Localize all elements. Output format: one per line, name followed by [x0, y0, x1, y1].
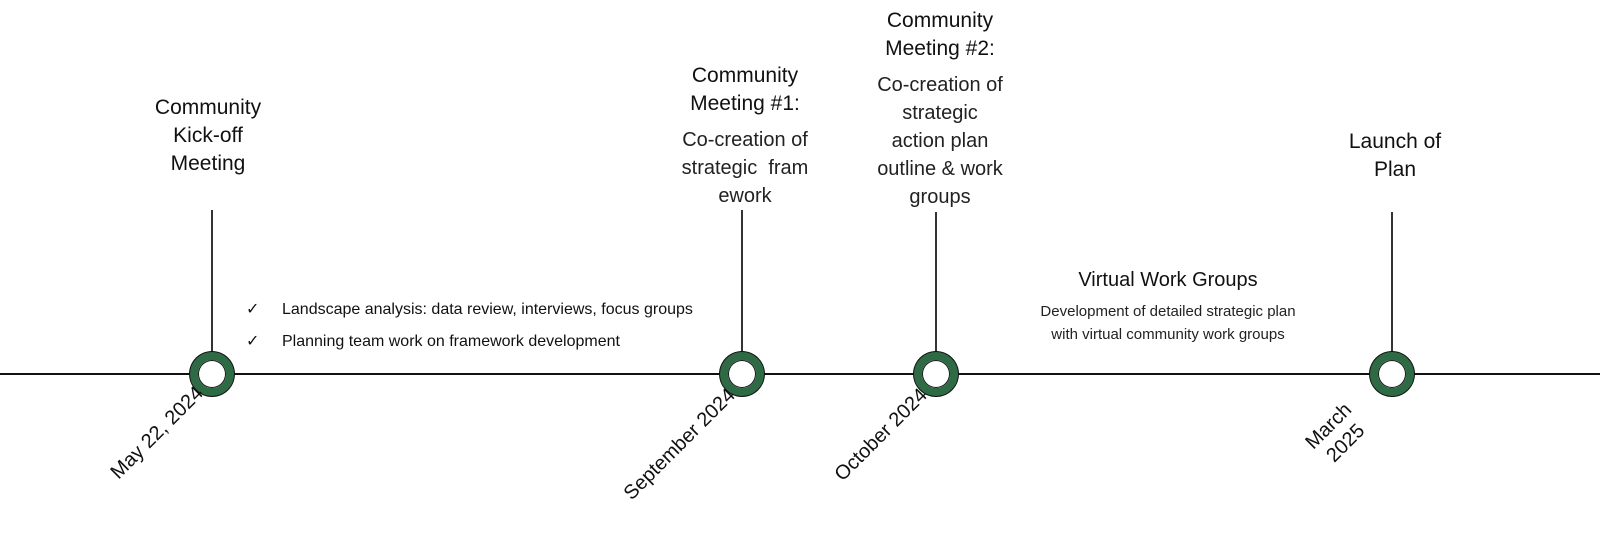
- milestone-marker-icon: [1370, 352, 1414, 396]
- desc-line: Development of detailed strategic plan: [1040, 303, 1296, 320]
- desc-line: strategic: [902, 102, 978, 124]
- check-icon: ✓: [246, 333, 260, 350]
- milestone-marker-icon: [190, 352, 234, 396]
- timeline-axis: [0, 373, 1600, 375]
- desc-line: ework: [718, 185, 772, 207]
- desc-line: with virtual community work groups: [1051, 326, 1285, 343]
- activity-list: ✓ Landscape analysis: data review, interv…: [246, 294, 693, 358]
- desc-line: Co-creation of: [682, 129, 808, 151]
- title-line: Kick-off: [173, 124, 243, 147]
- title-line: Meeting #2:: [885, 37, 995, 60]
- virtual-work-groups: Virtual Work Groups Development of detai…: [998, 266, 1338, 346]
- title-line: Meeting: [170, 152, 246, 175]
- milestone-stem: [1391, 212, 1393, 360]
- milestone-marker-icon: [720, 352, 764, 396]
- virtual-title: Virtual Work Groups: [1078, 269, 1258, 291]
- milestone-stem: [211, 210, 213, 360]
- list-item: ✓ Planning team work on framework develop…: [246, 326, 693, 358]
- check-icon: ✓: [246, 301, 260, 318]
- list-item-text: Landscape analysis: data review, intervi…: [282, 301, 693, 318]
- title-line: Plan: [1373, 158, 1417, 181]
- title-line: Community: [154, 96, 262, 119]
- title-line: Meeting #1:: [690, 92, 800, 115]
- desc-line: strategic fram: [681, 157, 809, 179]
- title-line: Community: [691, 64, 799, 87]
- list-item-text: Planning team work on framework developm…: [282, 333, 620, 350]
- desc-line: Co-creation of: [877, 74, 1003, 96]
- date-label: May 22, 2024: [106, 382, 208, 484]
- date-label: September 2024: [619, 384, 740, 505]
- milestone-stem: [741, 210, 743, 360]
- desc-line: action plan: [891, 130, 989, 152]
- milestone-launch: Launch of Plan: [1325, 128, 1465, 184]
- title-line: Community: [886, 9, 994, 32]
- title-line: Launch of: [1348, 130, 1442, 153]
- desc-line: groups: [909, 186, 971, 208]
- milestone-stem: [935, 212, 937, 360]
- desc-line: outline & work: [877, 158, 1003, 180]
- list-item: ✓ Landscape analysis: data review, interv…: [246, 294, 693, 326]
- milestone-marker-icon: [914, 352, 958, 396]
- date-label: March 2025: [1301, 398, 1370, 467]
- date-label: October 2024: [830, 384, 932, 486]
